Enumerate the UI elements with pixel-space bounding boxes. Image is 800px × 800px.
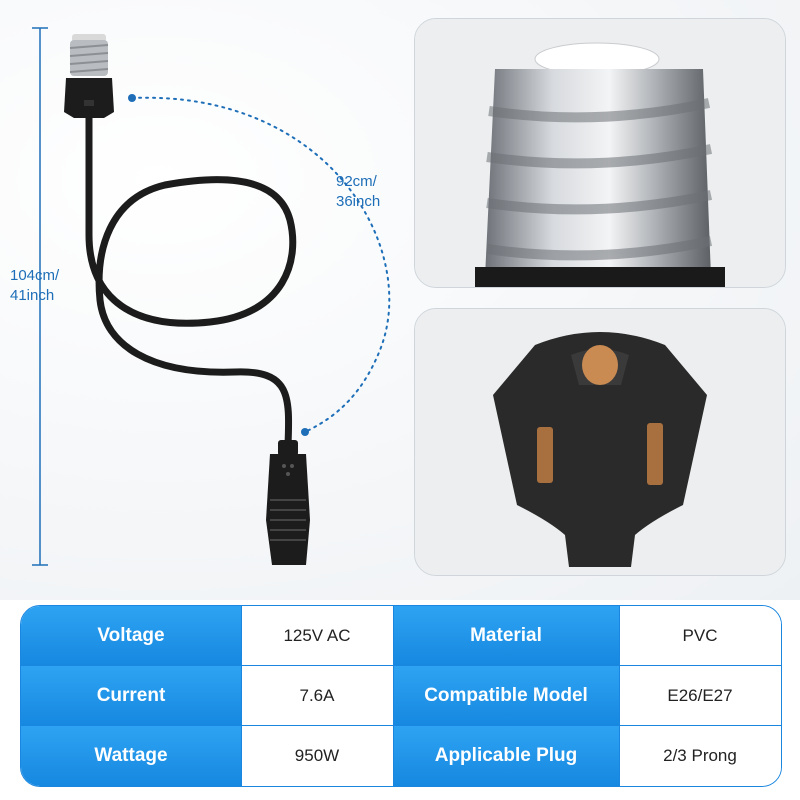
- cable: [85, 114, 297, 449]
- spec-row: Current 7.6A Compatible Model E26/E27: [21, 666, 781, 726]
- outlet-closeup-panel: [414, 308, 786, 576]
- spec-row: Voltage 125V AC Material PVC: [21, 606, 781, 666]
- spec-key-wattage: Wattage: [21, 726, 241, 786]
- spec-value-current: 7.6A: [241, 666, 393, 726]
- cable-length-label: 92cm/ 36inch: [336, 173, 381, 210]
- spec-key-current: Current: [21, 666, 241, 726]
- screw-base-closeup-icon: [415, 19, 785, 287]
- table-divider: [21, 725, 781, 726]
- height-dimension-label: 104cm/ 41inch: [10, 267, 60, 304]
- screw-base-icon: [64, 34, 114, 118]
- spec-row: Wattage 950W Applicable Plug 2/3 Prong: [21, 726, 781, 786]
- spec-value-applicable-plug: 2/3 Prong: [619, 726, 781, 786]
- spec-value-voltage: 125V AC: [241, 606, 393, 666]
- spec-value-compatible-model: E26/E27: [619, 666, 781, 726]
- product-illustration: [32, 27, 391, 566]
- spec-key-material: Material: [393, 606, 619, 666]
- table-divider: [241, 606, 242, 786]
- spec-key-voltage: Voltage: [21, 606, 241, 666]
- height-dimension-line: [32, 27, 48, 566]
- table-divider: [393, 606, 394, 786]
- table-divider: [21, 665, 781, 666]
- spec-table: Voltage 125V AC Material PVC Current 7.6…: [20, 605, 782, 787]
- spec-key-compatible-model: Compatible Model: [393, 666, 619, 726]
- spec-key-applicable-plug: Applicable Plug: [393, 726, 619, 786]
- cable-length-arc: [131, 96, 391, 433]
- spec-value-wattage: 950W: [241, 726, 393, 786]
- screw-base-closeup-panel: [414, 18, 786, 288]
- outlet-face-icon: [415, 309, 785, 575]
- spec-value-material: PVC: [619, 606, 781, 666]
- female-connector-icon: [266, 440, 310, 565]
- table-divider: [619, 606, 620, 786]
